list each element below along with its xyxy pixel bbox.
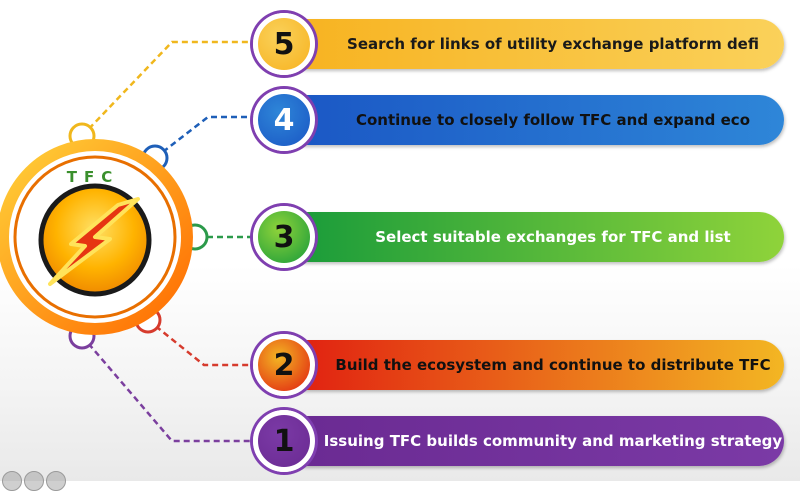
tfc-logo — [0, 139, 193, 335]
step-pill: Search for links of utility exchange pla… — [282, 19, 784, 69]
lightning-bolt-icon — [48, 197, 140, 286]
step-pill: Build the ecosystem and continue to dist… — [282, 340, 784, 390]
connector-1 — [81, 335, 258, 443]
step-text: Issuing TFC builds community and marketi… — [323, 432, 783, 450]
more-icon[interactable] — [46, 471, 66, 491]
step-pill: Select suitable exchanges for TFC and li… — [282, 212, 784, 262]
search-icon[interactable] — [24, 471, 44, 491]
connectors-and-logo — [0, 40, 258, 443]
step-number: 2 — [273, 347, 295, 383]
step-number: 3 — [273, 219, 295, 255]
step-text: Search for links of utility exchange pla… — [347, 35, 759, 53]
connector-5 — [81, 40, 258, 137]
step-pill: Issuing TFC builds community and marketi… — [282, 416, 784, 466]
connector-2 — [147, 319, 258, 367]
corner-controls — [2, 471, 66, 491]
step-number-badge: 4 — [253, 89, 315, 151]
step-number-badge: 2 — [253, 334, 315, 396]
step-number: 1 — [273, 423, 295, 459]
step-text: Build the ecosystem and continue to dist… — [335, 356, 771, 374]
step-number: 5 — [273, 26, 295, 62]
logo-text: TFC — [66, 168, 120, 186]
step-text: Continue to closely follow TFC and expan… — [355, 111, 751, 129]
step-number-badge: 3 — [253, 206, 315, 268]
step-text: Select suitable exchanges for TFC and li… — [375, 228, 731, 246]
step-number-badge: 1 — [253, 410, 315, 472]
connector-4 — [154, 115, 258, 159]
step-number: 4 — [273, 102, 295, 138]
circle-icon[interactable] — [2, 471, 22, 491]
step-number-badge: 5 — [253, 13, 315, 75]
tfc-roadmap-diagram: TFC Search for links of utility exchange… — [0, 13, 784, 491]
step-pill: Continue to closely follow TFC and expan… — [282, 95, 784, 145]
